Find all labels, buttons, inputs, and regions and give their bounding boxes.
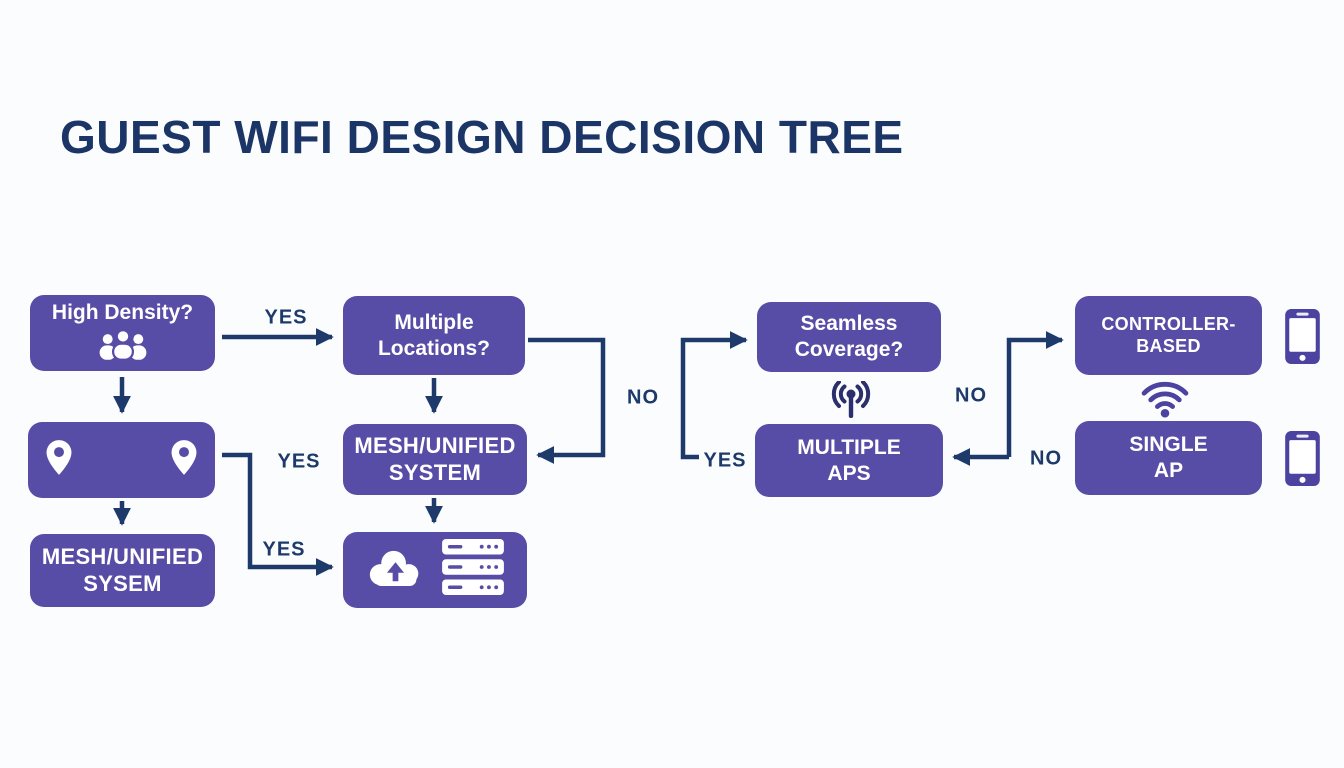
node-label-line2: SYSEM (83, 570, 162, 596)
node-mesh-unified-sysem: MESH/UNIFIED SYSEM (30, 534, 215, 607)
node-high-density: High Density? (30, 295, 215, 371)
node-label-line1: MULTIPLE (797, 435, 901, 459)
node-label-line2: SYSTEM (388, 459, 482, 485)
edge-label-yes: YES (264, 306, 308, 329)
node-controller-based: CONTROLLER-BASED (1075, 296, 1262, 375)
node-label-line2: AP (1153, 459, 1184, 482)
node-multiple-aps: MULTIPLE APS (755, 424, 943, 497)
map-pin-icon (46, 439, 72, 481)
node-mesh-unified-system: MESH/UNIFIED SYSTEM (343, 424, 527, 495)
wifi-icon (1136, 378, 1194, 423)
node-label-line1: MESH/UNIFIED (354, 432, 516, 458)
antenna-broadcast-icon (822, 380, 880, 426)
edge-label-no: NO (627, 386, 659, 409)
edge-label-no: NO (955, 384, 987, 407)
map-pin-icon (171, 439, 197, 481)
node-label-line1: MESH/UNIFIED (41, 543, 204, 569)
cloud-upload-icon (367, 547, 424, 593)
smartphone-icon (1284, 430, 1321, 492)
node-single-ap: SINGLE AP (1075, 421, 1262, 495)
edge-label-yes: YES (277, 450, 321, 473)
node-label: CONTROLLER-BASED (1101, 313, 1236, 356)
people-group-icon (96, 328, 150, 367)
node-multiple-locations: Multiple Locations? (343, 296, 525, 375)
node-high-density-label: High Density? (51, 300, 194, 324)
smartphone-icon (1284, 308, 1321, 370)
node-label-line2: Coverage? (794, 338, 904, 361)
node-label-line1: SINGLE (1129, 433, 1208, 457)
edge-label-no: NO (1030, 447, 1062, 470)
node-cloud-servers (343, 532, 527, 608)
edge-multiple-locations-no (528, 337, 606, 464)
edge-label-yes: YES (262, 538, 306, 561)
node-seamless-coverage: Seamless Coverage? (757, 302, 941, 372)
edge-yes-to-seamless-coverage (680, 331, 748, 460)
page-title: GUEST WIFI DESIGN DECISION TREE (60, 111, 904, 163)
node-label-line1: Seamless (800, 312, 898, 336)
node-label-line2: Locations? (377, 336, 490, 360)
server-stack-icon (441, 539, 504, 601)
node-label-line1: Multiple (394, 310, 474, 334)
node-locations (28, 422, 215, 498)
edge-label-yes: YES (703, 449, 747, 472)
edge-no-to-controller-based (1006, 331, 1064, 457)
node-label-line2: APS (827, 461, 871, 485)
